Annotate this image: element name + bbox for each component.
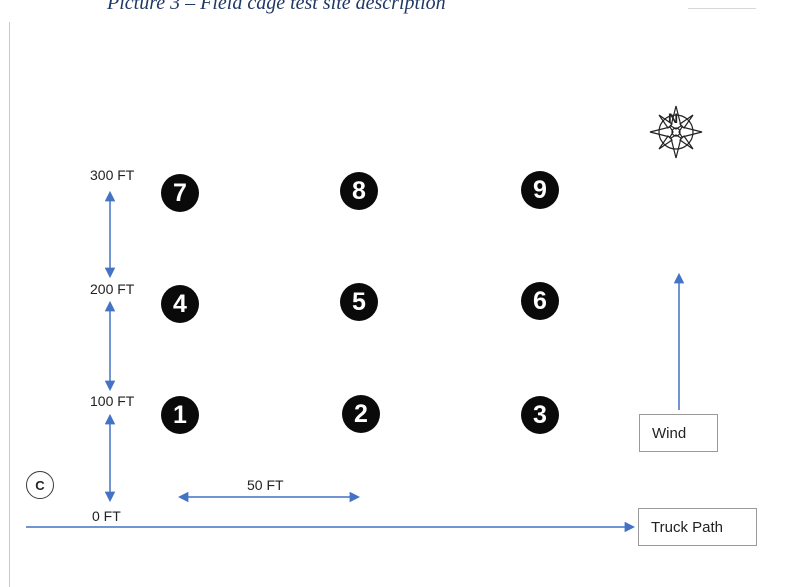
page-margin-line [9,22,10,587]
test-station-4: 4 [161,285,199,323]
page-rule [688,8,756,9]
test-station-3: 3 [521,396,559,434]
test-station-5: 5 [340,283,378,321]
test-station-6: 6 [521,282,559,320]
spacing-label: 50 FT [247,477,284,493]
control-marker: C [26,471,54,499]
figure-caption: Picture 3 – Field cage test site descrip… [107,0,446,14]
compass-rose-icon [649,105,703,159]
test-station-2: 2 [342,395,380,433]
distance-label-100: 100 FT [90,393,135,409]
distance-label-200: 200 FT [90,281,135,297]
distance-label-300: 300 FT [90,167,135,183]
distance-label-0: 0 FT [92,508,121,524]
test-station-9: 9 [521,171,559,209]
test-station-8: 8 [340,172,378,210]
test-station-1: 1 [161,396,199,434]
test-station-7: 7 [161,174,199,212]
wind-label-box: Wind [639,414,718,452]
truck-path-label-box: Truck Path [638,508,757,546]
north-label: N [668,110,679,126]
